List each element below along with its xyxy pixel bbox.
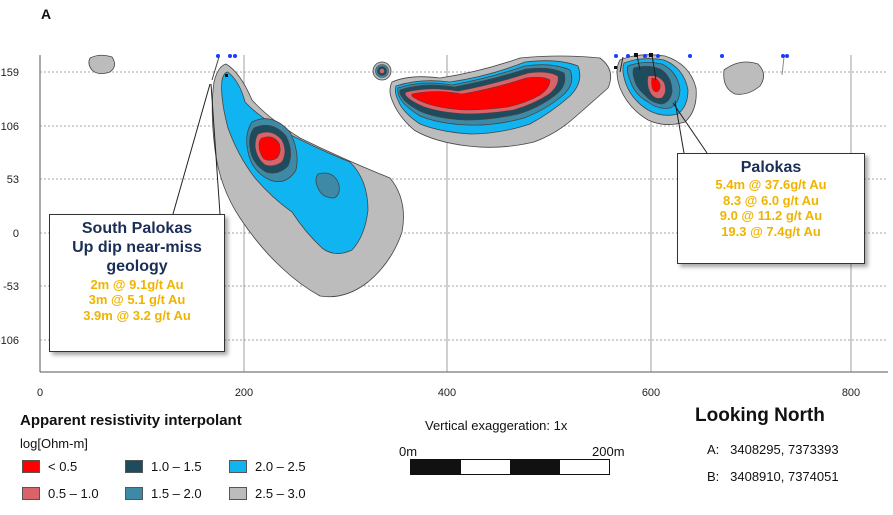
legend-item: 1.5 – 2.0 bbox=[125, 486, 202, 501]
drillhole-collar bbox=[643, 54, 647, 58]
assay-result: 9.0 @ 11.2 g/t Au bbox=[719, 208, 823, 224]
scale-segment bbox=[460, 460, 510, 474]
drillhole-collar bbox=[228, 54, 232, 58]
drill-trace bbox=[636, 54, 641, 71]
scale-segment bbox=[411, 460, 461, 474]
y-tick-label: 159 bbox=[1, 67, 19, 79]
legend-item: 2.0 – 2.5 bbox=[229, 459, 306, 474]
drill-trace bbox=[781, 56, 785, 76]
coordinate-value: 3408910, 7374051 bbox=[730, 469, 839, 484]
x-tick-label: 800 bbox=[842, 387, 860, 399]
x-tick-labels: 0 200 400 600 800 bbox=[37, 387, 860, 399]
coordinate-value: 3408295, 7373393 bbox=[730, 442, 839, 457]
y-tick-label: 53 bbox=[7, 174, 19, 186]
legend-label: 1.0 – 1.5 bbox=[151, 459, 202, 474]
contour-palokas-red bbox=[651, 77, 661, 93]
coordinate-a: A: 3408295, 7373393 bbox=[707, 442, 839, 457]
scale-segment bbox=[510, 460, 560, 474]
drillhole-collar bbox=[785, 54, 789, 58]
legend-swatch bbox=[22, 487, 40, 500]
legend-label: < 0.5 bbox=[48, 459, 78, 474]
resistivity-contours bbox=[88, 54, 764, 298]
drill-trace bbox=[211, 56, 220, 81]
callout-leader-palokas bbox=[674, 100, 685, 154]
view-direction: Looking North bbox=[695, 405, 825, 426]
assay-result: 2m @ 9.1g/t Au bbox=[90, 276, 184, 292]
legend-swatch bbox=[125, 460, 143, 473]
x-tick-label: 400 bbox=[438, 387, 456, 399]
drillhole-collar bbox=[649, 53, 653, 57]
drillhole-collar bbox=[614, 54, 618, 58]
legend-swatch bbox=[229, 460, 247, 473]
legend-item: 1.0 – 1.5 bbox=[125, 459, 202, 474]
drill-trace bbox=[651, 54, 657, 81]
x-tick-label: 0 bbox=[37, 387, 43, 399]
scale-segment bbox=[559, 460, 609, 474]
vertical-exaggeration: Vertical exaggeration: 1x bbox=[425, 418, 568, 433]
y-tick-label: -106 bbox=[0, 335, 19, 347]
x-tick-label: 600 bbox=[642, 387, 660, 399]
coordinate-label: A: bbox=[707, 442, 720, 457]
panel-label: A bbox=[41, 6, 52, 22]
drillhole-collar bbox=[216, 54, 220, 58]
intercept-marker bbox=[614, 66, 617, 69]
drillhole-collar bbox=[720, 54, 724, 58]
y-tick-label: -53 bbox=[3, 281, 19, 293]
callout-palokas: Palokas 5.4m @ 37.6g/t Au 8.3 @ 6.0 g/t … bbox=[677, 153, 865, 264]
legend-item: < 0.5 bbox=[22, 459, 77, 474]
drillhole-collar bbox=[781, 54, 785, 58]
contour-ring-pink bbox=[379, 68, 385, 74]
legend-swatch bbox=[22, 460, 40, 473]
legend-unit: log[Ohm-m] bbox=[20, 436, 88, 451]
assay-result: 5.4m @ 37.6g/t Au bbox=[715, 177, 827, 193]
drillhole-markers bbox=[211, 53, 789, 81]
legend-item: 2.5 – 3.0 bbox=[229, 486, 306, 501]
contour-blob-left bbox=[88, 54, 115, 74]
callout-leader-south bbox=[210, 83, 221, 215]
scale-start-label: 0m bbox=[399, 444, 418, 459]
assay-result: 3m @ 5.1 g/t Au bbox=[88, 292, 186, 308]
intercept-marker bbox=[225, 74, 228, 77]
scale-end-label: 200m bbox=[592, 444, 625, 459]
legend-item: 0.5 – 1.0 bbox=[22, 486, 99, 501]
y-tick-labels: 159 106 53 0 -53 -106 bbox=[0, 67, 19, 347]
section-plot: 0 200 400 600 800 159 106 53 0 -53 -106 bbox=[0, 53, 888, 399]
legend-label: 0.5 – 1.0 bbox=[48, 486, 99, 501]
legend-label: 2.0 – 2.5 bbox=[255, 459, 306, 474]
drillhole-collar bbox=[656, 54, 660, 58]
drill-trace bbox=[619, 56, 624, 73]
contour-blob-right bbox=[723, 61, 764, 95]
callout-leader-south bbox=[172, 83, 211, 215]
drillhole-collar bbox=[233, 54, 237, 58]
contour-south-small-pocket bbox=[315, 172, 340, 199]
drillhole-collar bbox=[626, 54, 630, 58]
callout-leader-palokas bbox=[672, 102, 708, 154]
legend-label: 1.5 – 2.0 bbox=[151, 486, 202, 501]
drillhole-collar bbox=[688, 54, 692, 58]
legend-swatch bbox=[125, 487, 143, 500]
assay-result: 19.3 @ 7.4g/t Au bbox=[721, 223, 821, 239]
coordinate-label: B: bbox=[707, 469, 720, 484]
legend-swatch bbox=[229, 487, 247, 500]
drillhole-collar bbox=[634, 53, 638, 57]
coordinate-b: B: 3408910, 7374051 bbox=[707, 469, 839, 484]
assay-result: 3.9m @ 3.2 g/t Au bbox=[83, 307, 191, 323]
callout-south-palokas: South Palokas Up dip near-miss geology 2… bbox=[49, 214, 225, 352]
legend-label: 2.5 – 3.0 bbox=[255, 486, 306, 501]
scale-bar bbox=[410, 459, 610, 475]
callout-title-line: Up dip near-miss bbox=[72, 239, 202, 257]
callout-title-line: geology bbox=[106, 258, 168, 276]
y-tick-label: 0 bbox=[13, 228, 19, 240]
legend-title: Apparent resistivity interpolant bbox=[20, 412, 242, 429]
callout-title-line: South Palokas bbox=[81, 220, 193, 237]
contour-central-red bbox=[411, 77, 551, 111]
contour-south-red bbox=[258, 136, 281, 161]
y-tick-label: 106 bbox=[1, 121, 19, 133]
x-tick-label: 200 bbox=[235, 387, 253, 399]
callout-title-line: Palokas bbox=[740, 159, 802, 176]
assay-result: 8.3 @ 6.0 g/t Au bbox=[723, 192, 819, 208]
